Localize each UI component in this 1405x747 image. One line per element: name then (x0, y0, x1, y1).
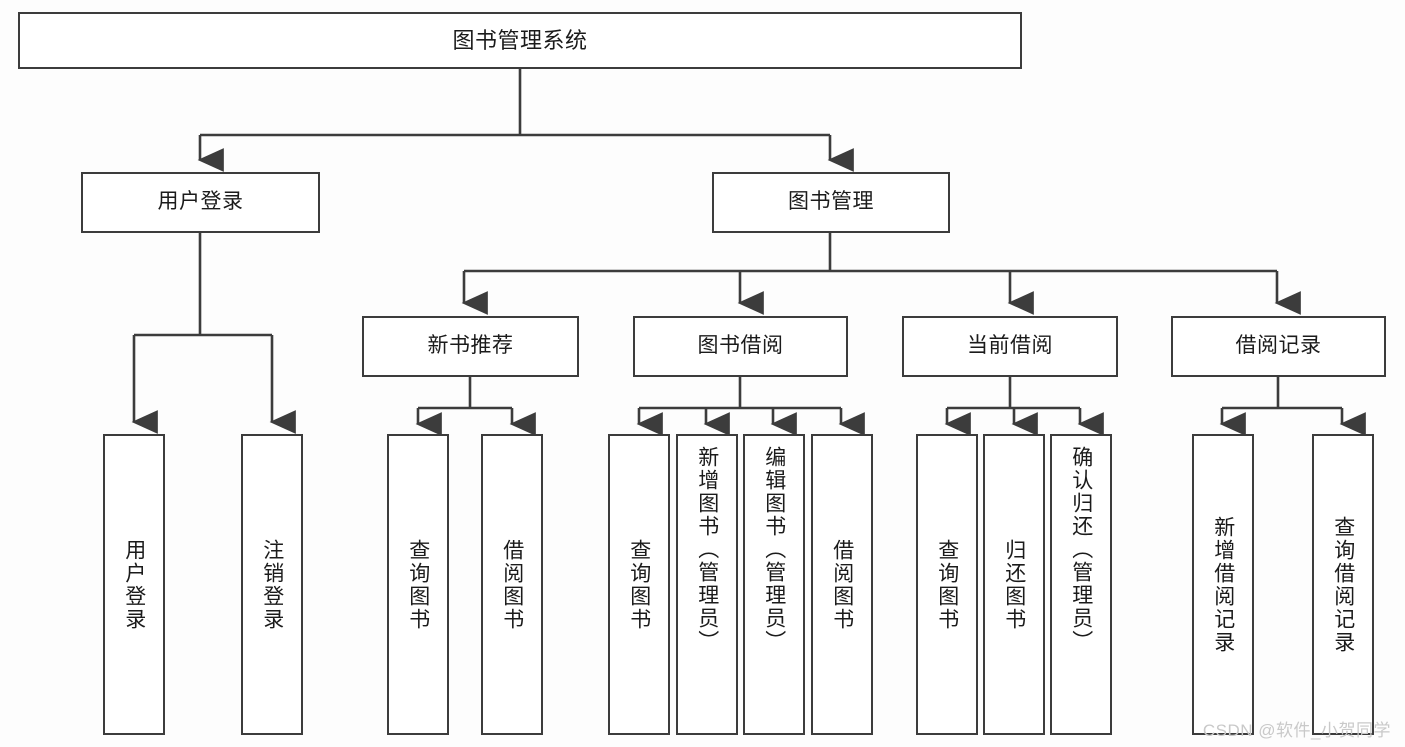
node-label: 借阅图书 (830, 538, 854, 631)
node-label: 图书管理 (788, 190, 874, 214)
node-label: 确认归还（管理员） (1069, 446, 1093, 653)
node-label: 新增图书（管理员） (695, 446, 719, 653)
watermark: CSDN @软件_小贺同学 (1202, 721, 1391, 740)
node-book-borrow[interactable]: 图书借阅 (633, 316, 848, 377)
leaf-edit-book-admin[interactable]: 编辑图书（管理员） (743, 434, 805, 735)
node-label: 图书借阅 (697, 334, 784, 358)
node-label: 编辑图书（管理员） (762, 446, 786, 653)
leaf-borrow-book[interactable]: 借阅图书 (811, 434, 873, 735)
node-label: 查询图书 (627, 538, 651, 631)
leaf-add-book-admin[interactable]: 新增图书（管理员） (676, 434, 738, 735)
leaf-query-borrow-record[interactable]: 查询借阅记录 (1312, 434, 1374, 735)
node-root-system[interactable]: 图书管理系统 (18, 12, 1022, 69)
leaf-user-logout[interactable]: 注销登录 (241, 434, 303, 735)
node-label: 借阅图书 (500, 538, 524, 631)
node-book-management[interactable]: 图书管理 (712, 172, 950, 233)
node-user-login[interactable]: 用户登录 (81, 172, 320, 233)
node-label: 查询图书 (406, 538, 430, 631)
node-borrow-record[interactable]: 借阅记录 (1171, 316, 1386, 377)
leaf-add-borrow-record[interactable]: 新增借阅记录 (1192, 434, 1254, 735)
leaf-query-book-recommend[interactable]: 查询图书 (387, 434, 449, 735)
node-new-book-recommend[interactable]: 新书推荐 (362, 316, 579, 377)
node-label: 新增借阅记录 (1211, 515, 1235, 654)
leaf-user-login[interactable]: 用户登录 (103, 434, 165, 735)
node-label: 新书推荐 (427, 334, 514, 358)
node-label: 归还图书 (1002, 538, 1026, 631)
leaf-return-book[interactable]: 归还图书 (983, 434, 1045, 735)
leaf-query-book-borrow[interactable]: 查询图书 (608, 434, 670, 735)
node-label: 注销登录 (260, 538, 284, 631)
leaf-query-book-current[interactable]: 查询图书 (916, 434, 978, 735)
node-label: 借阅记录 (1235, 334, 1322, 358)
node-label: 当前借阅 (967, 334, 1053, 358)
leaf-borrow-book-recommend[interactable]: 借阅图书 (481, 434, 543, 735)
node-current-borrow[interactable]: 当前借阅 (902, 316, 1118, 377)
node-label: 用户登录 (157, 190, 244, 214)
node-label: 查询借阅记录 (1331, 515, 1355, 654)
node-label: 查询图书 (935, 538, 959, 631)
node-label: 用户登录 (122, 538, 146, 631)
leaf-confirm-return-admin[interactable]: 确认归还（管理员） (1050, 434, 1112, 735)
node-label: 图书管理系统 (452, 27, 588, 53)
